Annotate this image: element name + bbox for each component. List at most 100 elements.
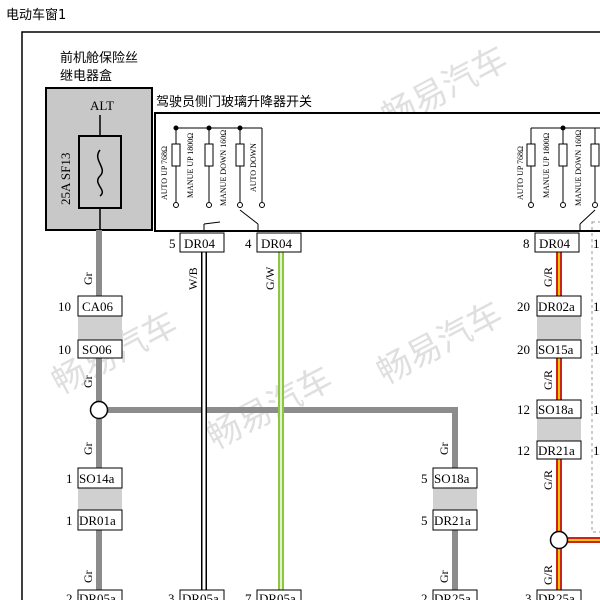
wire-gr	[96, 230, 458, 590]
pin-dr04-4: 4 DR04	[245, 232, 302, 253]
switch-contacts-left	[171, 125, 265, 230]
fuse-box-title-1: 前机舱保险丝	[60, 50, 138, 66]
svg-text:DR05a: DR05a	[259, 591, 296, 600]
svg-text:DR02a: DR02a	[538, 299, 575, 314]
svg-text:SO14a: SO14a	[79, 471, 115, 486]
svg-text:7: 7	[245, 591, 252, 600]
diagram-frame	[21, 31, 600, 600]
contact-auto-up-l: AUTO UP 768Ω	[160, 146, 169, 200]
fuse-icon	[97, 149, 103, 197]
splice-gr	[89, 400, 109, 420]
svg-text:G/R: G/R	[541, 370, 555, 390]
svg-text:3: 3	[525, 591, 532, 600]
contact-manue-down-l: MANUE DOWN 160Ω	[219, 130, 228, 206]
svg-text:DR04: DR04	[539, 236, 571, 251]
svg-text:20: 20	[517, 299, 530, 314]
fuse-box-title-2: 继电器盒	[60, 68, 112, 84]
conn-shade-so14a-dr01a	[78, 488, 122, 510]
pin-so18a-5: 5 SO18a	[421, 467, 478, 489]
pin-dr02a-20: 20 DR02a	[517, 295, 582, 317]
pin-dr05a-7: 7 DR05a	[245, 589, 302, 600]
pin-so06-10: 10 SO06	[58, 339, 123, 359]
svg-text:10: 10	[58, 342, 71, 357]
svg-text:3: 3	[168, 591, 175, 600]
right-edge-stubs: 1 1 1 1	[593, 299, 600, 458]
pin-dr04-5: 5 DR04	[169, 232, 225, 253]
contact-manue-up-r: MANUE UP 1800Ω	[542, 133, 551, 198]
pin-dr21a-5: 5 DR21a	[421, 509, 478, 531]
svg-text:5: 5	[421, 471, 428, 486]
svg-text:1: 1	[593, 342, 600, 357]
svg-text:4: 4	[245, 236, 252, 251]
switch-contacts-right	[526, 125, 600, 230]
svg-text:G/R: G/R	[541, 267, 555, 287]
alt-label: ALT	[90, 98, 114, 113]
svg-text:Gr: Gr	[81, 272, 95, 285]
conn-shade-dr02a-so15a	[537, 316, 581, 340]
svg-text:1: 1	[66, 513, 73, 528]
svg-text:1: 1	[593, 299, 600, 314]
dashed-boundary	[591, 221, 600, 533]
svg-text:5: 5	[421, 513, 428, 528]
svg-text:DR25a: DR25a	[538, 591, 575, 600]
pin-dr21a-12: 12 DR21a	[517, 440, 582, 460]
conn-shade-ca06-so06	[78, 316, 122, 340]
driver-window-switch	[154, 112, 600, 232]
svg-text:G/R: G/R	[541, 470, 555, 490]
svg-text:Gr: Gr	[81, 442, 95, 455]
svg-text:DR21a: DR21a	[538, 443, 575, 458]
contact-manue-down-r: MANUE DOWN 160Ω	[574, 130, 583, 206]
svg-text:DR04: DR04	[261, 236, 293, 251]
svg-text:1: 1	[593, 236, 600, 251]
pin-dr01a-1: 1 DR01a	[66, 509, 123, 531]
svg-text:Gr: Gr	[437, 442, 451, 455]
svg-text:Gr: Gr	[437, 570, 451, 583]
svg-text:DR21a: DR21a	[434, 513, 471, 528]
svg-text:12: 12	[517, 443, 530, 458]
svg-text:DR25a: DR25a	[434, 591, 471, 600]
pin-dr25a-3: 3 DR25a	[525, 589, 582, 600]
svg-text:G/R: G/R	[541, 565, 555, 585]
splice-gre	[549, 530, 569, 550]
conn-shade-so18a-dr21a-r	[537, 418, 581, 441]
conn-shade-so18a-dr21a	[433, 488, 477, 510]
svg-text:10: 10	[58, 299, 71, 314]
svg-text:2: 2	[66, 591, 73, 600]
switch-title: 驾驶员侧门玻璃升降器开关	[156, 95, 312, 110]
pin-dr05a-3: 3 DR05a	[168, 589, 225, 600]
svg-text:SO06: SO06	[82, 342, 112, 357]
svg-text:2: 2	[421, 591, 428, 600]
svg-text:SO15a: SO15a	[538, 342, 574, 357]
contact-auto-up-r: AUTO UP 768Ω	[516, 146, 525, 200]
svg-text:Gr: Gr	[81, 375, 95, 388]
svg-text:CA06: CA06	[82, 299, 114, 314]
contact-auto-down-l: AUTO DOWN	[249, 143, 258, 192]
pin-ca06-10: 10 CA06	[58, 295, 123, 317]
svg-text:W/B: W/B	[186, 267, 200, 290]
contact-manue-up-l: MANUE UP 1800Ω	[186, 133, 195, 198]
svg-text:畅易汽车: 畅易汽车	[370, 294, 509, 393]
wire-labels: Gr Gr Gr Gr Gr Gr W/B G/W G/R G/R G/R G/…	[81, 266, 555, 585]
fuse-label: 25A SF13	[58, 153, 73, 205]
svg-text:20: 20	[517, 342, 530, 357]
svg-text:DR05a: DR05a	[182, 591, 219, 600]
svg-text:G/W: G/W	[263, 266, 277, 290]
svg-text:1: 1	[66, 471, 73, 486]
pin-so15a-20: 20 SO15a	[517, 339, 582, 359]
svg-text:SO18a: SO18a	[434, 471, 470, 486]
svg-text:12: 12	[517, 402, 530, 417]
svg-text:5: 5	[169, 236, 176, 251]
svg-text:8: 8	[523, 236, 530, 251]
pin-dr04-8: 8 DR04 1	[523, 232, 600, 253]
pin-so14a-1: 1 SO14a	[66, 467, 123, 489]
pin-dr05a-2: 2 DR05a	[66, 589, 123, 600]
svg-text:DR05a: DR05a	[79, 591, 116, 600]
svg-text:DR01a: DR01a	[79, 513, 116, 528]
svg-text:DR04: DR04	[184, 236, 216, 251]
svg-text:Gr: Gr	[81, 570, 95, 583]
pin-so18a-12: 12 SO18a	[517, 399, 582, 419]
pin-dr25a-2: 2 DR25a	[421, 589, 478, 600]
svg-text:1: 1	[593, 443, 600, 458]
svg-text:1: 1	[593, 402, 600, 417]
